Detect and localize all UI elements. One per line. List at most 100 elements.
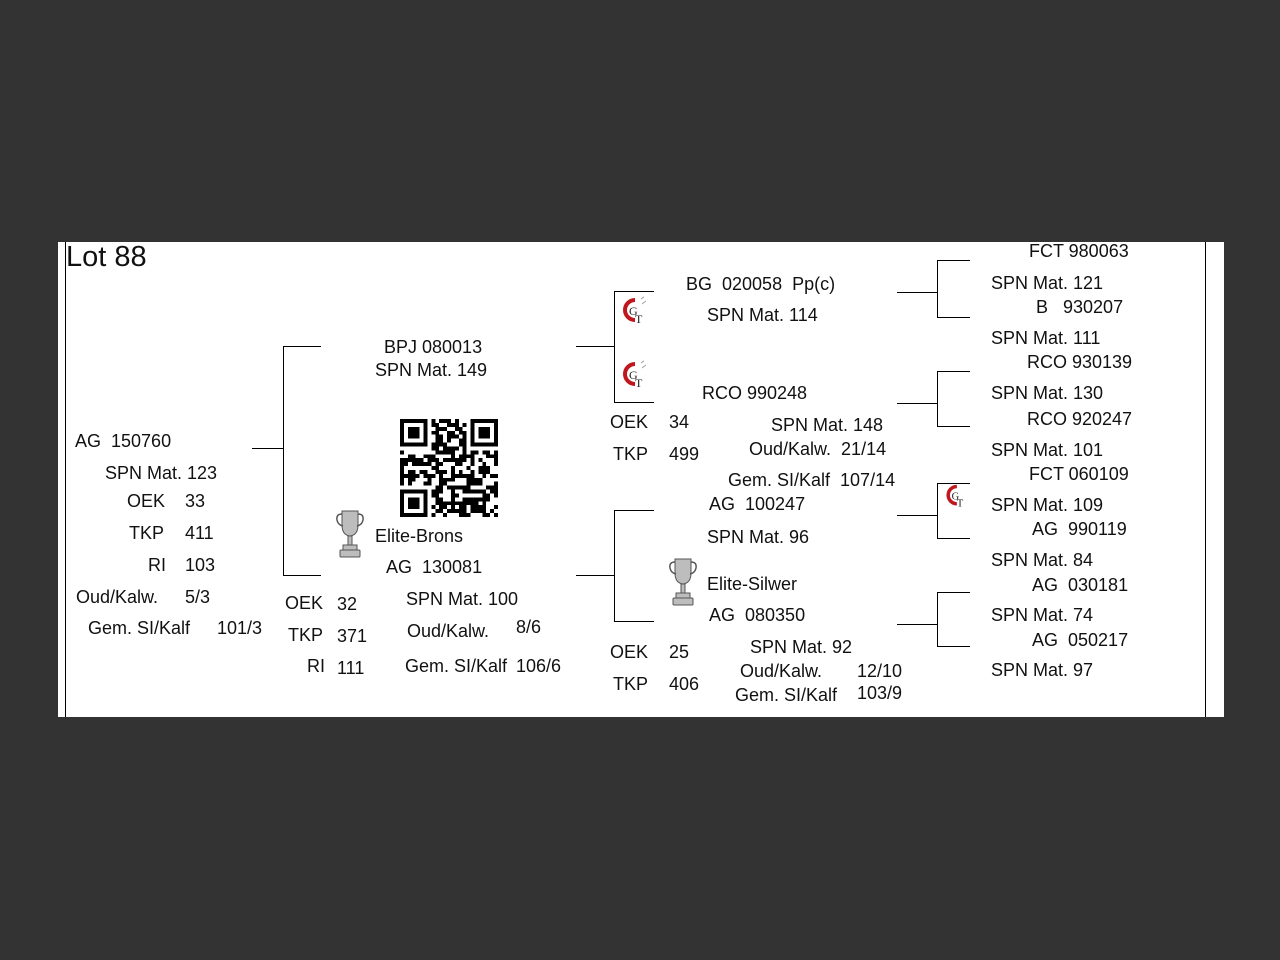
dam-spn: SPN Mat. 100 [406, 589, 519, 609]
svg-text:G: G [629, 304, 638, 318]
sire-sire-spn: SPN Mat. 114 [707, 305, 818, 325]
connector-line [937, 371, 938, 427]
connector-line [283, 575, 321, 576]
gen3-spn: SPN Mat. 121 [991, 273, 1104, 293]
subject-gem-label: Gem. SI/Kalf [88, 618, 191, 638]
dam-ri: 111 [337, 658, 365, 678]
sire-dam-tkp: 499 [669, 444, 700, 464]
gen3-id: RCO 930139 [1027, 352, 1133, 372]
connector-line [937, 592, 938, 647]
connector-line [937, 483, 938, 539]
sire-dam-oek: 34 [669, 412, 690, 432]
dam-tkp-label: TKP [288, 625, 324, 645]
page-border-right [1205, 242, 1206, 717]
connector-line [937, 426, 970, 427]
sire-dam-id: RCO 990248 [702, 383, 808, 403]
gen3-id: FCT 980063 [1029, 241, 1129, 261]
dam-oud-label: Oud/Kalw. [407, 621, 490, 641]
gen3-id: FCT 060109 [1029, 464, 1129, 484]
gt-logo-icon: G T [623, 360, 647, 390]
sire-dam-gem: Gem. SI/Kalf 107/14 [728, 470, 896, 490]
pedigree-page [58, 242, 1224, 717]
gen3-spn: SPN Mat. 84 [991, 550, 1094, 570]
svg-text:G: G [952, 491, 960, 502]
connector-line [937, 483, 970, 484]
gt-logo-icon: G T [623, 296, 647, 326]
connector-line [897, 624, 937, 625]
subject-id: AG 150760 [75, 431, 172, 451]
subject-tkp: 411 [185, 523, 214, 543]
svg-text:T: T [957, 498, 964, 509]
dam-sire-id: AG 100247 [709, 494, 806, 514]
sire-dam-oud: Oud/Kalw. 21/14 [749, 439, 887, 459]
connector-line [937, 538, 970, 539]
dam-ri-label: RI [307, 656, 325, 676]
connector-line [576, 346, 614, 347]
connector-line [937, 317, 970, 318]
gen3-spn: SPN Mat. 130 [991, 383, 1104, 403]
trophy-icon [669, 558, 697, 606]
gen3-spn: SPN Mat. 101 [991, 440, 1104, 460]
gt-logo-icon: G T [946, 484, 964, 509]
gen3-id: AG 030181 [1032, 575, 1129, 595]
dam-dam-gem-label: Gem. SI/Kalf [735, 685, 838, 705]
svg-text:T: T [635, 312, 643, 326]
subject-gem: 101/3 [217, 618, 263, 638]
subject-spn: SPN Mat. 123 [105, 463, 218, 483]
dam-tkp: 371 [337, 626, 368, 646]
connector-line [283, 346, 284, 576]
sire-dam-tkp-label: TKP [613, 444, 649, 464]
subject-tkp-label: TKP [129, 523, 165, 543]
gen3-spn: SPN Mat. 74 [991, 605, 1094, 625]
connector-line [614, 402, 654, 403]
connector-line [614, 621, 654, 622]
qr-code[interactable] [400, 419, 498, 517]
connector-line [937, 592, 970, 593]
svg-text:G: G [629, 368, 638, 382]
gen3-id: B 930207 [1036, 297, 1124, 317]
gen3-spn: SPN Mat. 111 [991, 328, 1101, 348]
dam-sire-spn: SPN Mat. 96 [707, 527, 810, 547]
connector-line [897, 403, 937, 404]
connector-line [897, 292, 937, 293]
connector-line [937, 260, 970, 261]
connector-line [252, 448, 283, 449]
connector-line [614, 291, 654, 292]
dam-gem-label: Gem. SI/Kalf [405, 656, 508, 676]
dam-gem: 106/6 [516, 656, 562, 676]
svg-text:T: T [635, 376, 643, 390]
dam-dam-award: Elite-Silwer [707, 574, 798, 594]
dam-dam-gem: 103/9 [857, 683, 903, 703]
subject-ri: 103 [185, 555, 216, 575]
dam-dam-spn: SPN Mat. 92 [750, 637, 853, 657]
subject-oud: 5/3 [185, 587, 211, 607]
sire-sire-id: BG 020058 Pp(c) [686, 274, 836, 294]
subject-oud-label: Oud/Kalw. [76, 587, 159, 607]
subject-ri-label: RI [148, 555, 166, 575]
dam-dam-oud-label: Oud/Kalw. [740, 661, 823, 681]
gen3-id: AG 050217 [1032, 630, 1129, 650]
dam-dam-oek: 25 [669, 642, 690, 662]
connector-line [897, 515, 937, 516]
connector-line [614, 291, 615, 403]
sire-dam-oek-label: OEK [610, 412, 649, 432]
trophy-icon [336, 510, 364, 558]
connector-line [283, 346, 321, 347]
subject-oek-label: OEK [127, 491, 166, 511]
connector-line [937, 646, 970, 647]
page-border-left [65, 242, 66, 717]
connector-line [576, 575, 614, 576]
lot-title: Lot 88 [66, 241, 147, 273]
gen3-spn: SPN Mat. 97 [991, 660, 1094, 680]
dam-oek: 32 [337, 594, 358, 614]
gen3-id: AG 990119 [1032, 519, 1127, 539]
subject-oek: 33 [185, 491, 206, 511]
dam-dam-tkp: 406 [669, 674, 700, 694]
connector-line [937, 260, 938, 318]
dam-id: AG 130081 [386, 557, 483, 577]
dam-oek-label: OEK [285, 593, 324, 613]
dam-award: Elite-Brons [375, 526, 464, 546]
connector-line [937, 371, 970, 372]
dam-dam-tkp-label: TKP [613, 674, 649, 694]
dam-dam-id: AG 080350 [709, 605, 806, 625]
